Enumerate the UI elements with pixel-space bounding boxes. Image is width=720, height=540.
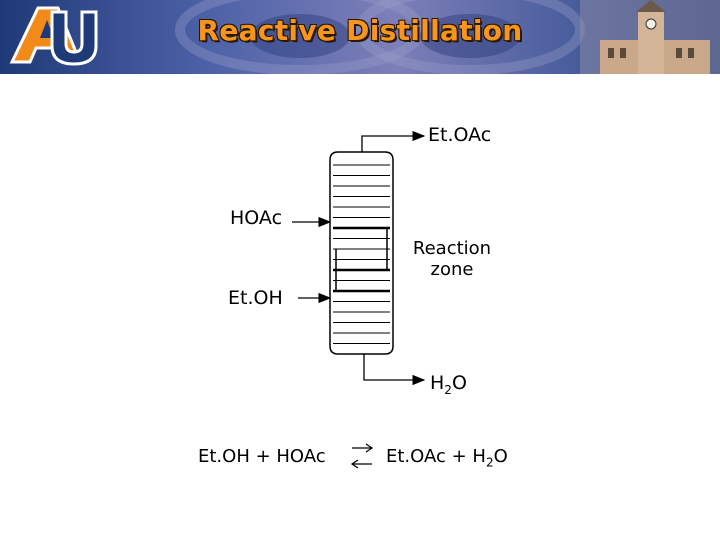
equation-products-subscript: 2 [485, 455, 494, 470]
bottom-product-subscript: 2 [444, 382, 452, 397]
header-banner: Reactive Distillation [0, 0, 720, 74]
reaction-zone-label: Reaction zone [411, 238, 493, 280]
top-product-label: Et.OAc [428, 124, 492, 146]
au-logo [9, 6, 98, 66]
reaction-zone-line2: zone [430, 259, 474, 280]
distillation-column [329, 151, 394, 355]
bottom-product-label: H2O [430, 372, 467, 397]
bottom-product-stream [363, 354, 426, 386]
top-product-stream [361, 130, 426, 152]
clock-tower-photo [580, 0, 720, 74]
acid-feed-label: HOAc [230, 207, 283, 229]
equation-reactants: Et.OH + HOAc [198, 446, 326, 467]
equation-products: Et.OAc + H2O [386, 446, 508, 470]
tiger-eye-pattern [175, 0, 585, 74]
bottom-product-tail: O [451, 372, 467, 394]
slide-title: Reactive Distillation [197, 14, 523, 47]
reaction-zone-line1: Reaction [412, 238, 492, 259]
ethanol-feed-label: Et.OH [228, 287, 283, 309]
reactive-distillation-diagram [292, 130, 426, 469]
equation-products-main: Et.OAc + H [386, 446, 486, 467]
equation-products-tail: O [493, 446, 508, 467]
equilibrium-arrows-icon [350, 443, 374, 469]
bottom-product-main: H [430, 372, 445, 394]
